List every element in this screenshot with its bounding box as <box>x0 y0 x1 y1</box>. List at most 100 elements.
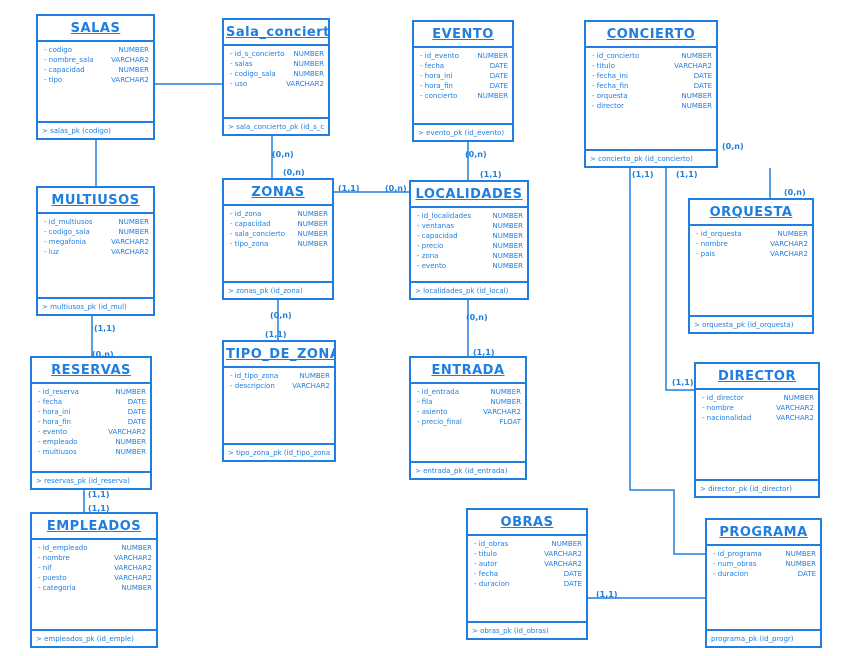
attribute-name: - id_zona <box>230 210 262 218</box>
attribute-name: - id_director <box>702 394 744 402</box>
attribute-type: FLOAT <box>499 418 521 426</box>
attribute-type: VARCHAR2 <box>776 404 814 412</box>
table-title: DIRECTOR <box>718 369 796 384</box>
table-title: Sala_concierto <box>226 25 328 40</box>
attribute-row: - hora_fin DATE <box>420 81 508 91</box>
attribute-type: VARCHAR2 <box>114 574 152 582</box>
attribute-type: NUMBER <box>299 372 331 380</box>
attribute-type: NUMBER <box>118 218 150 226</box>
attribute-name: - codigo_sala <box>44 228 90 236</box>
divider <box>468 534 586 536</box>
divider <box>411 206 527 208</box>
attribute-name: - evento <box>417 262 446 270</box>
attribute-type: NUMBER <box>115 448 147 456</box>
divider <box>707 544 820 546</box>
attribute-name: - precio <box>417 242 444 250</box>
attribute-name: - puesto <box>38 574 67 582</box>
attribute-name: - nombre <box>702 404 734 412</box>
attribute-type: VARCHAR2 <box>770 240 808 248</box>
attribute-type: NUMBER <box>490 398 522 406</box>
attribute-type: DATE <box>489 72 508 80</box>
attribute-type: NUMBER <box>118 228 150 236</box>
cardinality-label: (1,1) <box>473 348 495 357</box>
table-title: ENTRADA <box>431 363 505 378</box>
attribute-name: - tipo <box>44 76 63 84</box>
attribute-type: DATE <box>127 408 146 416</box>
attribute-type: VARCHAR2 <box>114 554 152 562</box>
attribute-type: VARCHAR2 <box>111 56 149 64</box>
table-title: ZONAS <box>251 185 305 200</box>
attribute-name: - nif <box>38 564 52 572</box>
attribute-type: NUMBER <box>293 60 325 68</box>
attribute-name: - hora_fin <box>420 82 453 90</box>
attribute-type: DATE <box>489 82 508 90</box>
attribute-type: VARCHAR2 <box>111 238 149 246</box>
divider <box>586 149 716 151</box>
attribute-name: - evento <box>38 428 67 436</box>
attribute-name: - hora_ini <box>38 408 71 416</box>
divider <box>414 123 512 125</box>
attribute-type: NUMBER <box>293 70 325 78</box>
attribute-type: NUMBER <box>785 560 817 568</box>
attribute-name: - capacidad <box>230 220 271 228</box>
table-title: PROGRAMA <box>719 525 808 540</box>
attribute-type: VARCHAR2 <box>544 550 582 558</box>
attribute-type: NUMBER <box>492 262 524 270</box>
attribute-type: NUMBER <box>492 222 524 230</box>
cardinality-label: (1,1) <box>338 184 360 193</box>
attribute-name: - id_reserva <box>38 388 79 396</box>
attribute-name: - duracion <box>713 570 749 578</box>
attribute-name: - concierto <box>420 92 458 100</box>
table-title: MULTIUSOS <box>51 193 140 208</box>
divider <box>32 382 150 384</box>
cardinality-label: (1,1) <box>676 170 698 179</box>
attribute-name: - descripcion <box>230 382 275 390</box>
attribute-name: - empleado <box>38 438 78 446</box>
attribute-row: - hora_ini DATE <box>38 407 146 417</box>
attribute-type: NUMBER <box>121 584 153 592</box>
table-title: EMPLEADOS <box>46 519 142 534</box>
attribute-type: NUMBER <box>681 92 713 100</box>
table-title: RESERVAS <box>51 363 131 378</box>
attribute-name: - fecha <box>474 570 499 578</box>
divider <box>38 121 153 123</box>
attribute-name: - codigo_sala <box>230 70 276 78</box>
primary-key-constraint: > tipo_zona_pk (id_tipo_zona) <box>228 449 330 457</box>
divider <box>38 297 153 299</box>
attribute-name: - ventanas <box>417 222 455 230</box>
divider <box>224 117 328 119</box>
divider <box>411 382 525 384</box>
primary-key-constraint: > reservas_pk (id_reserva) <box>36 477 130 485</box>
